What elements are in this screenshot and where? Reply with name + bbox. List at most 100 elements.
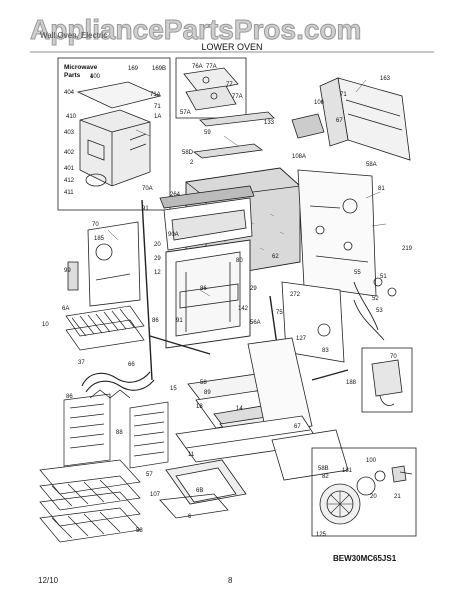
part-number-label: 71	[340, 92, 347, 98]
part-number-label: 58B	[318, 466, 329, 472]
part-number-label: 402	[64, 150, 75, 156]
part-number-label: 20	[154, 242, 161, 248]
part-number-label: 77A	[206, 64, 217, 70]
part-number-label: 89	[204, 390, 211, 396]
part-number-label: 71A	[150, 92, 161, 98]
part-number-label: 70	[92, 222, 99, 228]
part-number-label: 51	[380, 274, 387, 280]
part-number-label: 404	[64, 90, 75, 96]
part-number-label: 108A	[292, 154, 307, 160]
part-number-label: 86	[200, 286, 207, 292]
part-number-label: 106	[314, 100, 325, 106]
part-number-label: 127	[296, 336, 307, 342]
part-number-label: 82	[322, 474, 329, 480]
part-number-label: 70	[390, 354, 397, 360]
convection-fan-inset-box	[311, 447, 417, 537]
part-number-label: 185	[94, 236, 105, 242]
inset-title-line1: Microwave	[64, 64, 98, 71]
part-number-label: 86	[66, 394, 73, 400]
part-number-label: 80	[236, 258, 243, 264]
part-number-label: 181	[342, 468, 353, 474]
part-number-label: 29	[154, 256, 161, 262]
part-number-label: 169B	[152, 66, 167, 72]
part-number-label: 53	[376, 308, 383, 314]
part-number-label: 86	[152, 318, 159, 324]
part-number-label: 37	[78, 360, 85, 366]
part-number-label: 56A	[250, 320, 261, 326]
part-number-label: 58	[200, 380, 207, 386]
part-number-label: 57A	[180, 110, 191, 116]
control-board-inset-box	[175, 57, 247, 119]
oven-racks-lower	[39, 459, 141, 543]
part-number-label: 142	[238, 306, 249, 312]
part-number-label: 6A	[62, 306, 70, 312]
part-number-label: 70A	[142, 186, 153, 192]
part-number-label: 52	[372, 296, 379, 302]
part-number-label: 1A	[154, 114, 162, 120]
part-number-label: 12	[154, 270, 161, 276]
part-number-label: 10	[42, 322, 49, 328]
part-number-label: 71	[154, 104, 161, 110]
part-number-label: 57	[146, 472, 153, 478]
part-number-label: 169	[128, 66, 139, 72]
part-number-label: 91	[176, 318, 183, 324]
part-number-label: 29	[250, 286, 257, 292]
part-number-label: 20	[370, 494, 377, 500]
part-number-label: 163	[380, 76, 391, 82]
part-number-label: 91	[142, 206, 149, 212]
probe-inset-box	[361, 347, 413, 413]
part-number-label: 2	[190, 160, 194, 166]
part-number-label: 21	[394, 494, 401, 500]
part-number-label: 264	[170, 192, 181, 198]
part-number-label: 14	[236, 406, 243, 412]
part-number-label: 412	[64, 178, 75, 184]
part-number-label: 83	[322, 348, 329, 354]
inset-title-line2: Parts	[64, 72, 81, 79]
part-number-label: 58D	[182, 150, 194, 156]
part-number-label: 55	[354, 270, 361, 276]
header-left-text: Wall Oven, Electric	[40, 31, 108, 40]
part-number-label: 100	[366, 458, 377, 464]
part-number-label: 107	[150, 492, 161, 498]
part-number-label: 133	[264, 120, 275, 126]
part-number-label: 219	[402, 246, 413, 252]
part-number-label: 62	[272, 254, 279, 260]
part-number-label: 66	[128, 362, 135, 368]
part-number-label: 58	[136, 528, 143, 534]
left-side-panel	[87, 221, 141, 307]
part-number-label: 88	[116, 430, 123, 436]
part-number-label: 58A	[366, 162, 377, 168]
part-number-label: 6	[188, 514, 192, 520]
part-number-label: 403	[64, 130, 75, 136]
part-number-label: 59	[204, 130, 211, 136]
part-number-label: 67	[294, 424, 301, 430]
part-number-label: 15	[170, 386, 177, 392]
model-number: BEW30MC65JS1	[333, 554, 397, 563]
part-number-label: 67	[336, 118, 343, 124]
part-number-label: 272	[290, 292, 301, 298]
part-number-label: 400	[90, 74, 101, 80]
footer-date: 12/10	[38, 576, 59, 585]
part-number-label: 188	[346, 380, 357, 386]
part-number-label: 81	[378, 186, 385, 192]
part-number-label: 18	[196, 404, 203, 410]
part-number-label: 99	[64, 268, 71, 274]
diagram-subtitle: LOWER OVEN	[201, 42, 263, 52]
part-number-label: 77A	[232, 94, 243, 100]
part-number-label: 75	[276, 310, 283, 316]
footer-page-number: 8	[228, 576, 233, 585]
part-number-label: 76A	[192, 64, 203, 70]
part-number-label: 11	[188, 452, 195, 458]
part-number-label: 1	[90, 74, 94, 80]
part-number-label: 90A	[168, 232, 179, 238]
part-number-label: 6B	[196, 488, 204, 494]
part-number-label: 410	[66, 114, 77, 120]
part-number-label: 125	[316, 532, 327, 538]
microwave-parts-inset-box	[57, 57, 171, 211]
oven-rack-upper	[65, 305, 145, 351]
part-number-label: 411	[64, 190, 74, 196]
part-number-label: 401	[64, 166, 75, 172]
watermark: AppliancePartsPros.com	[29, 14, 362, 46]
